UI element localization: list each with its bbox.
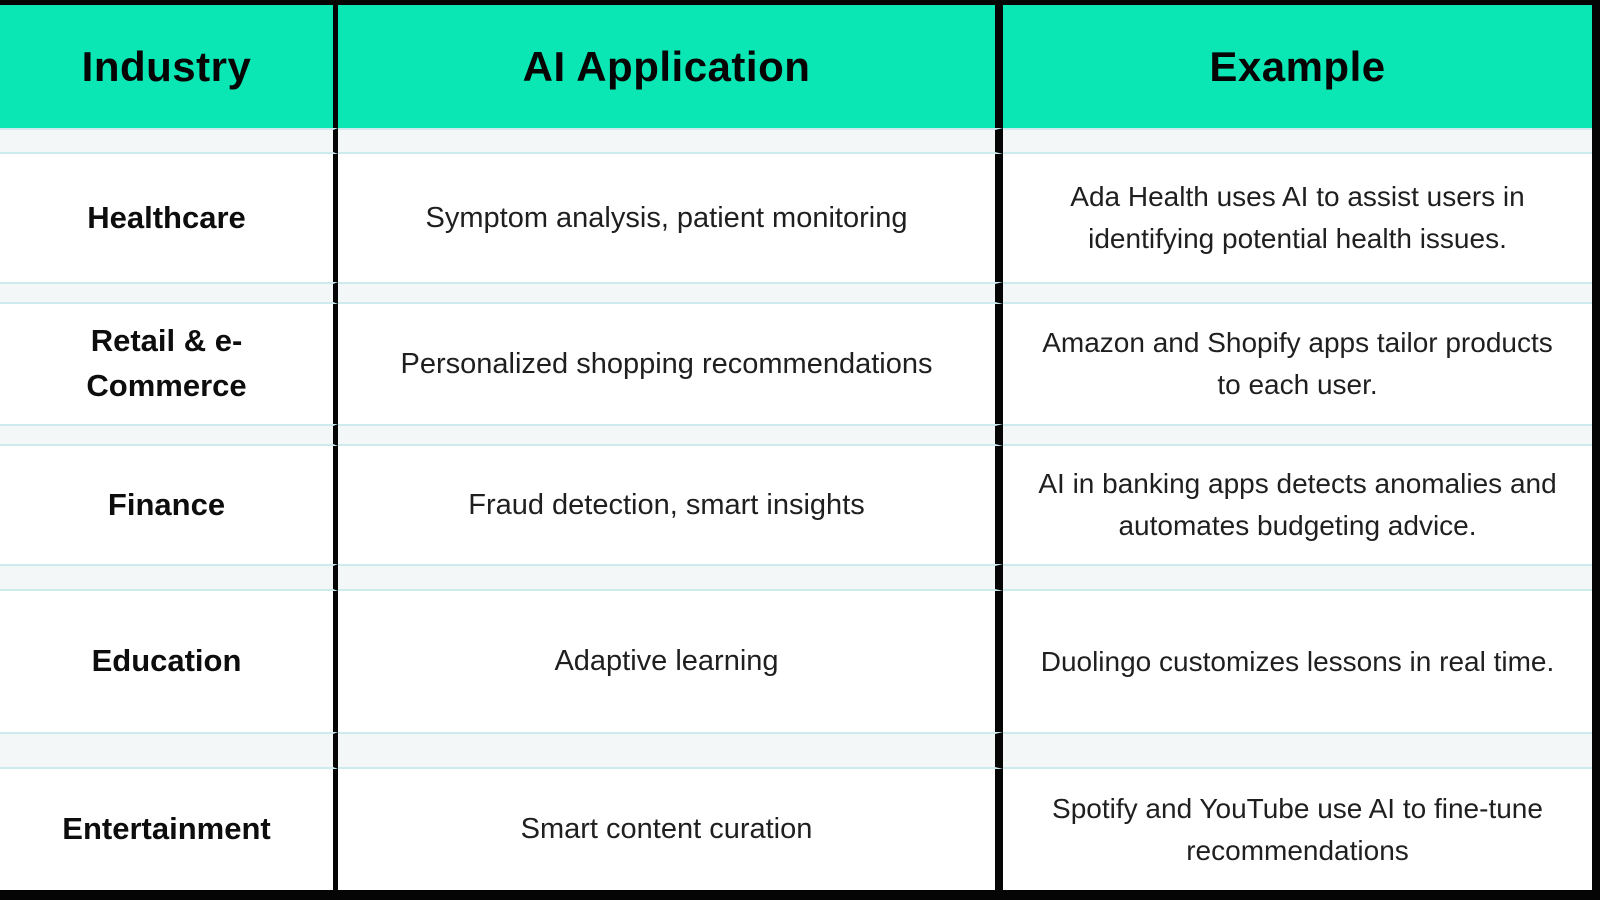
cell-example-retail: Amazon and Shopify apps tailor products … <box>1003 304 1592 424</box>
row-separator <box>0 424 338 446</box>
cell-application-education: Adaptive learning <box>338 591 1003 732</box>
row-separator <box>1003 564 1592 591</box>
row-separator <box>1003 424 1592 446</box>
row-separator <box>0 282 338 304</box>
column-header-example: Example <box>1003 5 1592 128</box>
row-separator <box>338 282 1003 304</box>
cell-application-finance: Fraud detection, smart insights <box>338 446 1003 564</box>
row-separator <box>1003 732 1592 769</box>
row-separator <box>338 564 1003 591</box>
cell-industry-healthcare: Healthcare <box>0 154 338 282</box>
cell-application-healthcare: Symptom analysis, patient monitoring <box>338 154 1003 282</box>
row-separator <box>338 128 1003 154</box>
column-header-ai-application: AI Application <box>338 5 1003 128</box>
cell-example-entertainment: Spotify and YouTube use AI to fine-tune … <box>1003 769 1592 890</box>
row-separator <box>0 128 338 154</box>
cell-industry-education: Education <box>0 591 338 732</box>
row-separator <box>338 732 1003 769</box>
cell-application-retail: Personalized shopping recommendations <box>338 304 1003 424</box>
cell-example-finance: AI in banking apps detects anomalies and… <box>1003 446 1592 564</box>
row-separator <box>0 564 338 591</box>
row-separator <box>1003 128 1592 154</box>
cell-example-healthcare: Ada Health uses AI to assist users in id… <box>1003 154 1592 282</box>
row-separator <box>0 732 338 769</box>
cell-example-education: Duolingo customizes lessons in real time… <box>1003 591 1592 732</box>
column-header-industry: Industry <box>0 5 338 128</box>
cell-application-entertainment: Smart content curation <box>338 769 1003 890</box>
cell-industry-entertainment: Entertainment <box>0 769 338 890</box>
row-separator <box>1003 282 1592 304</box>
row-separator <box>338 424 1003 446</box>
cell-industry-finance: Finance <box>0 446 338 564</box>
cell-industry-retail: Retail & e-Commerce <box>0 304 338 424</box>
